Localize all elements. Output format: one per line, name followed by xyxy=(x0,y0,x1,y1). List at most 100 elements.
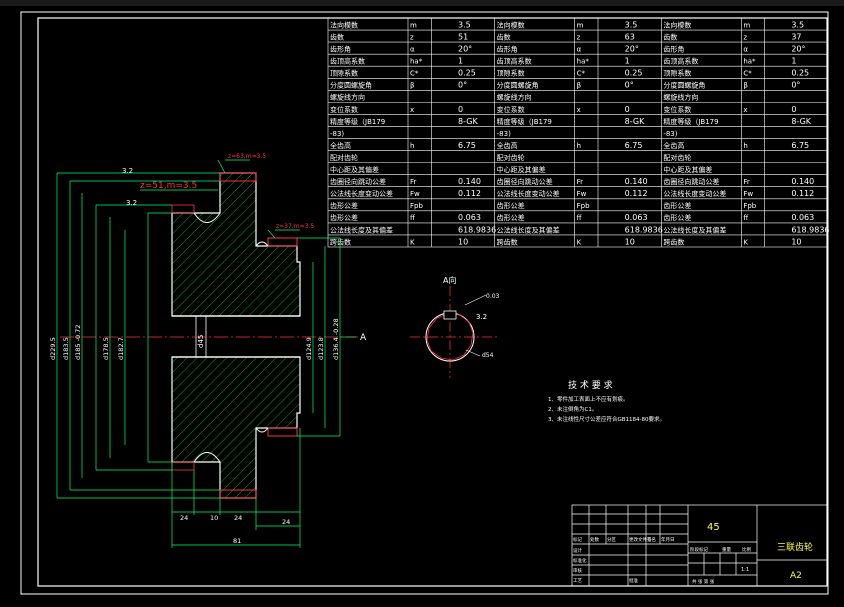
param-name: 顶隙系数 xyxy=(497,69,525,78)
param-symbol: C* xyxy=(577,70,586,78)
diameter-dim: d123.8 xyxy=(317,337,325,360)
length-dim: 24 xyxy=(234,514,242,522)
param-name: 分度圆螺旋角 xyxy=(663,81,705,90)
detail-roughness: 3.2 xyxy=(476,313,487,321)
param-symbol: ha* xyxy=(577,58,590,66)
param-value: 0.112 xyxy=(458,189,481,198)
param-name: 公法线长度变动公差 xyxy=(497,189,560,198)
param-name: 齿数 xyxy=(497,32,511,41)
param-value: 20° xyxy=(458,45,472,54)
param-value: 6.75 xyxy=(458,141,476,150)
param-symbol: Fpb xyxy=(410,202,423,210)
title-block-label: 签名 xyxy=(647,536,656,543)
detail-keyway: d54 xyxy=(482,352,494,359)
param-name: 配对齿轮 xyxy=(663,153,691,162)
param-symbol: h xyxy=(410,142,414,150)
param-name: 中心距及其偏差 xyxy=(330,165,379,174)
param-symbol: ff xyxy=(410,214,415,222)
chamfer-top-label: 3.2 xyxy=(122,167,133,175)
param-symbol: C* xyxy=(743,70,752,78)
inner-frame xyxy=(37,17,828,587)
param-value: 0.140 xyxy=(791,177,814,186)
title-block-label: 年月日 xyxy=(661,536,675,543)
title-block-labels: 标记处数分区更改文件号签名年月日设计标准化阶段标记重量比例审核工艺批准共 张 第… xyxy=(573,536,751,585)
param-name: 法向模数 xyxy=(663,20,691,29)
param-name: 齿数 xyxy=(663,32,677,41)
param-symbol: m xyxy=(410,21,417,29)
param-name: 齿形公差 xyxy=(497,213,525,222)
param-value: 10 xyxy=(791,237,801,246)
param-symbol: ff xyxy=(577,214,582,222)
param-name: 齿形公差 xyxy=(330,201,358,210)
param-symbol: α xyxy=(743,46,748,54)
param-symbol: Fw xyxy=(577,190,587,198)
param-symbol: K xyxy=(577,238,582,246)
title-block-label: 比例 xyxy=(742,546,751,553)
length-dim: 24 xyxy=(282,518,290,526)
param-name: 中心距及其偏差 xyxy=(663,165,712,174)
gear3-label: z=37,m=3.5 xyxy=(276,223,314,230)
param-value: 8-GK xyxy=(458,117,478,126)
param-symbol: m xyxy=(743,21,750,29)
param-symbol: Fr xyxy=(743,178,750,186)
diameter-dim: d136.4 -0.28 xyxy=(332,318,340,360)
param-name: -83) xyxy=(497,130,511,138)
title-block-label: 工艺 xyxy=(573,578,582,584)
param-value: 20° xyxy=(625,45,639,54)
param-symbol: Fpb xyxy=(577,202,590,210)
param-value: 0.063 xyxy=(625,213,648,222)
param-name: 螺旋线方向 xyxy=(497,93,532,102)
detail-title: A向 xyxy=(443,275,456,285)
param-value: 10 xyxy=(458,237,468,246)
title-block-label: 批准 xyxy=(629,577,638,584)
drawing-number: A2 xyxy=(790,571,802,581)
param-name: 齿顶高系数 xyxy=(330,57,365,66)
param-value: 0.112 xyxy=(625,189,648,198)
param-name: 全齿高 xyxy=(663,141,684,150)
param-name: 齿数 xyxy=(330,32,344,41)
param-name: 齿形公差 xyxy=(663,201,691,210)
param-value: 0.140 xyxy=(625,177,648,186)
length-dim: 81 xyxy=(233,537,241,545)
param-symbol: x xyxy=(577,106,581,114)
param-name: 顶隙系数 xyxy=(330,69,358,78)
param-symbol: x xyxy=(410,106,414,114)
param-symbol: z xyxy=(743,33,747,41)
param-value: 0.25 xyxy=(791,69,809,78)
param-name: 齿形角 xyxy=(497,45,518,54)
bore-dim: d45 xyxy=(197,335,205,348)
param-symbol: Fr xyxy=(577,178,584,186)
scale-label: 1:1 xyxy=(741,567,749,573)
param-symbol: h xyxy=(743,142,747,150)
param-name: 中心距及其偏差 xyxy=(497,165,546,174)
param-symbol: Fr xyxy=(410,178,417,186)
param-value: 0.25 xyxy=(458,69,476,78)
param-name: 精度等级（JB179 xyxy=(497,117,552,126)
param-value: 6.75 xyxy=(625,141,643,150)
param-name: 全齿高 xyxy=(330,141,351,150)
gear2-label: z=63,m=3.5 xyxy=(228,153,266,160)
param-symbol: α xyxy=(577,46,582,54)
param-symbol: K xyxy=(743,238,748,246)
param-symbol: Fw xyxy=(410,190,420,198)
gear1-label: z=51,m=3.5 xyxy=(140,181,197,191)
param-name: 精度等级（JB179 xyxy=(330,117,385,126)
param-name: 齿形角 xyxy=(663,45,684,54)
param-name: 分度圆螺旋角 xyxy=(497,81,539,90)
title-block-label: 阶段标记 xyxy=(690,546,708,553)
title-block-label: 重量 xyxy=(722,546,731,553)
title-block-label: 更改文件号 xyxy=(629,536,652,543)
diameter-dim: d183.5 xyxy=(62,337,70,360)
param-name: 法向模数 xyxy=(330,20,358,29)
diameter-dim: d178.5 xyxy=(102,337,110,360)
title-block-label: 标记 xyxy=(573,536,582,543)
param-name: 公法线长度及其偏差 xyxy=(497,225,560,234)
param-value: 1 xyxy=(458,57,463,66)
length-dim: 24 xyxy=(180,514,188,522)
outer-frame xyxy=(20,11,829,595)
param-name: 跨齿数 xyxy=(330,237,351,246)
title-block-label: 设计 xyxy=(573,547,582,554)
param-value: 8-GK xyxy=(625,117,645,126)
param-name: 齿形公差 xyxy=(663,213,691,222)
